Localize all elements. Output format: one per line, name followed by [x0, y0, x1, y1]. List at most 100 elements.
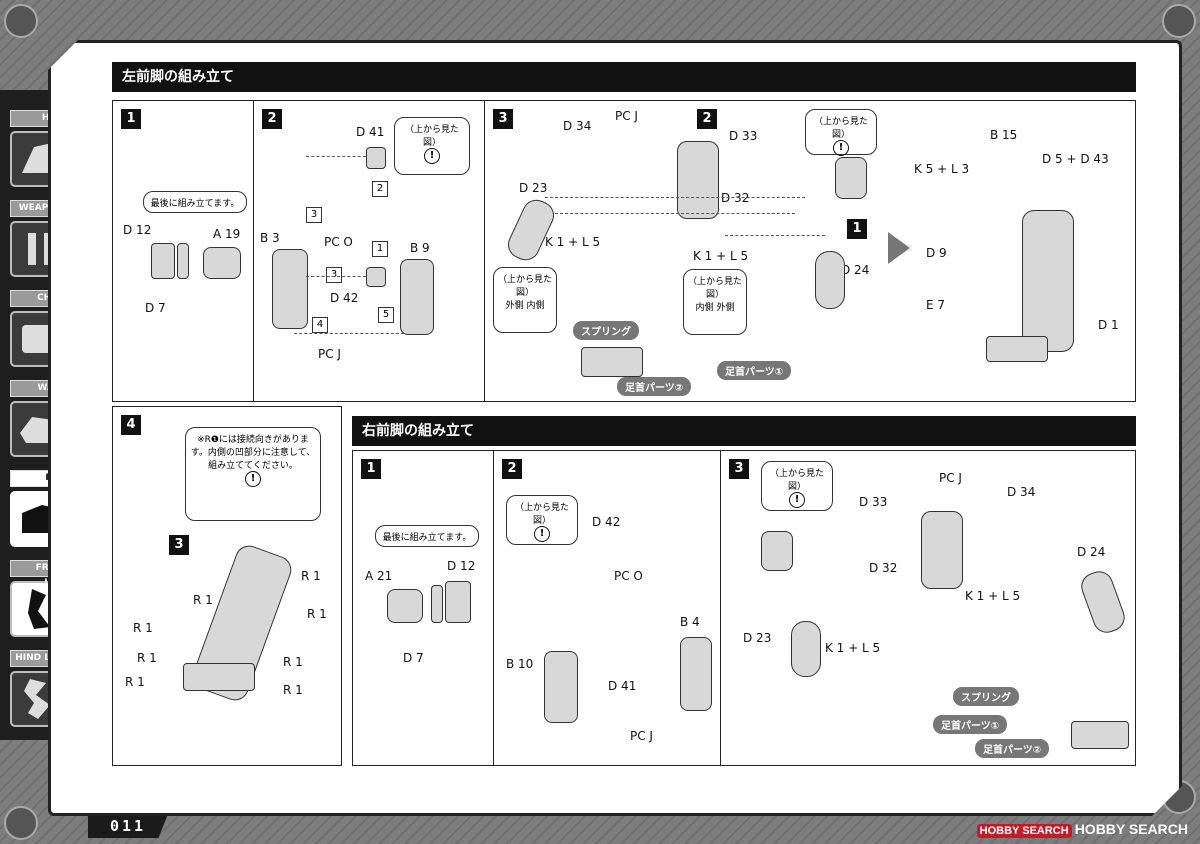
- step-2-panel: 2 （上から見た図） ! D 41 B 3 B 9 PC O D 42 PC J…: [253, 100, 485, 402]
- view-bubble: （上から見た図） 内側 外側: [683, 269, 747, 335]
- foot-part: [581, 347, 643, 377]
- sub-assembly-number: 2: [697, 109, 717, 129]
- part-label: R 1: [137, 651, 157, 665]
- part-label: D 32: [721, 191, 750, 205]
- corner-bolt-icon: [4, 806, 38, 840]
- part-label: D 42: [330, 291, 359, 305]
- guide-line: [294, 333, 404, 334]
- step-order-box: 3: [326, 267, 342, 283]
- step-number: 3: [729, 459, 749, 479]
- corner-bolt-icon: [1162, 4, 1196, 38]
- ankle-part-2-label: 足首パーツ②: [975, 739, 1050, 758]
- step-number: 2: [262, 109, 282, 129]
- part-label: B 4: [680, 615, 700, 629]
- part-label: PC J: [630, 729, 653, 743]
- view-caption: （上から見た図）: [769, 469, 824, 492]
- step-4-panel: 4 ※R❶には接続向きがあります。内側の凹部分に注意して、組み立ててください。 …: [112, 406, 342, 766]
- sub-assembly-number: 1: [847, 219, 867, 239]
- step-order-box: 1: [372, 241, 388, 257]
- leg-assembly: [921, 511, 963, 589]
- view-bubble: （上から見た図） !: [805, 109, 877, 156]
- section-sidebar: HEAD WEAPONS CHEST WAIST FEET FRONT LEGS…: [0, 90, 88, 740]
- view-caption: （上から見た図）: [688, 277, 743, 300]
- spring-label: スプリング: [573, 321, 639, 340]
- leg-frame-part: [680, 637, 712, 711]
- watermark-text: HOBBY SEARCH: [1074, 821, 1188, 837]
- runner-part: [445, 581, 471, 623]
- part-label: PC J: [318, 347, 341, 361]
- hind-legs-icon: [10, 671, 72, 727]
- part-label: D 5 + D 43: [1042, 152, 1109, 166]
- left-section-title: 左前脚の組み立て: [112, 62, 1136, 92]
- right-section-title: 右前脚の組み立て: [352, 416, 1136, 446]
- part-label: B 3: [260, 231, 280, 245]
- part-label: D 33: [859, 495, 888, 509]
- part-label: A 19: [213, 227, 241, 241]
- hobby-search-logo: HOBBY SEARCH: [976, 824, 1072, 838]
- step-number: 1: [121, 109, 141, 129]
- outer-label: 外側: [505, 301, 524, 311]
- note-bubble: 最後に組み立てます。: [375, 525, 479, 547]
- part-label: PC J: [939, 471, 962, 485]
- step-number: 1: [361, 459, 381, 479]
- part-label: D 42: [592, 515, 621, 529]
- view-caption: （上から見た図）: [498, 275, 553, 298]
- upper-leg-part: [1077, 567, 1129, 637]
- runner-part: [151, 243, 175, 279]
- right-step-2-panel: 2 （上から見た図） ! D 42 PC O B 4 B 10 D 41 PC …: [493, 450, 721, 766]
- step-order-box: 3: [306, 207, 322, 223]
- part-label: D 9: [926, 246, 947, 260]
- step-number: 2: [502, 459, 522, 479]
- step-3-result: B 15 K 5 + L 3 D 5 + D 43 D 9 E 7 D 1: [912, 110, 1134, 400]
- guide-line: [306, 156, 366, 157]
- upper-leg-part: [503, 195, 559, 265]
- warning-icon: !: [424, 148, 440, 164]
- part-label: B 9: [410, 241, 430, 255]
- corner-bolt-icon: [4, 4, 38, 38]
- part-label: R 1: [125, 675, 145, 689]
- right-step-1-panel: 1 最後に組み立てます。 A 21 D 12 D 7: [352, 450, 494, 766]
- runner-part: [431, 585, 443, 623]
- sub-assembly-number: 3: [169, 535, 189, 555]
- part-label: D 34: [563, 119, 592, 133]
- step-1-panel: 1 最後に組み立てます。 D 12 A 19 D 7: [112, 100, 254, 402]
- lower-leg-part: [791, 621, 821, 677]
- leg-frame-part: [400, 259, 434, 335]
- leg-frame-part: [544, 651, 578, 723]
- part-label: D 23: [519, 181, 548, 195]
- view-caption: （上から見た図）: [404, 125, 459, 148]
- guide-line: [545, 197, 805, 198]
- part-label: D 41: [608, 679, 637, 693]
- step-number: 3: [493, 109, 513, 129]
- caution-bubble: ※R❶には接続向きがあります。内側の凹部分に注意して、組み立ててください。 !: [185, 427, 321, 521]
- part-label: E 7: [926, 298, 946, 312]
- armor-plates: [835, 157, 867, 199]
- joint-part: [366, 267, 386, 287]
- part-label: D 24: [841, 263, 870, 277]
- armor-plates: [203, 247, 241, 279]
- part-label: D 12: [447, 559, 476, 573]
- guide-line: [555, 213, 795, 214]
- guide-line: [306, 276, 366, 277]
- ankle-part-1-label: 足首パーツ①: [717, 361, 792, 380]
- joint-part: [366, 147, 386, 169]
- armor-plates: [387, 589, 423, 623]
- part-label: R 1: [133, 621, 153, 635]
- right-step-3-panel: 3 （上から見た図） ! D 33 PC J D 34 D 32 D 24 D …: [720, 450, 1136, 766]
- warning-icon: !: [534, 526, 550, 542]
- warning-icon: !: [789, 492, 805, 508]
- warning-icon: !: [245, 471, 261, 487]
- ankle-part-2-label: 足首パーツ②: [617, 377, 692, 396]
- part-label: K 1 + L 5: [825, 641, 881, 655]
- foot-part: [1071, 721, 1129, 749]
- part-label: R 1: [307, 607, 327, 621]
- part-label: R 1: [283, 655, 303, 669]
- part-label: PC O: [324, 235, 353, 249]
- part-label: K 1 + L 5: [693, 249, 749, 263]
- runner-part: [177, 243, 189, 279]
- part-label: K 1 + L 5: [545, 235, 601, 249]
- part-label: R 1: [301, 569, 321, 583]
- ankle-part-1-label: 足首パーツ①: [933, 715, 1008, 734]
